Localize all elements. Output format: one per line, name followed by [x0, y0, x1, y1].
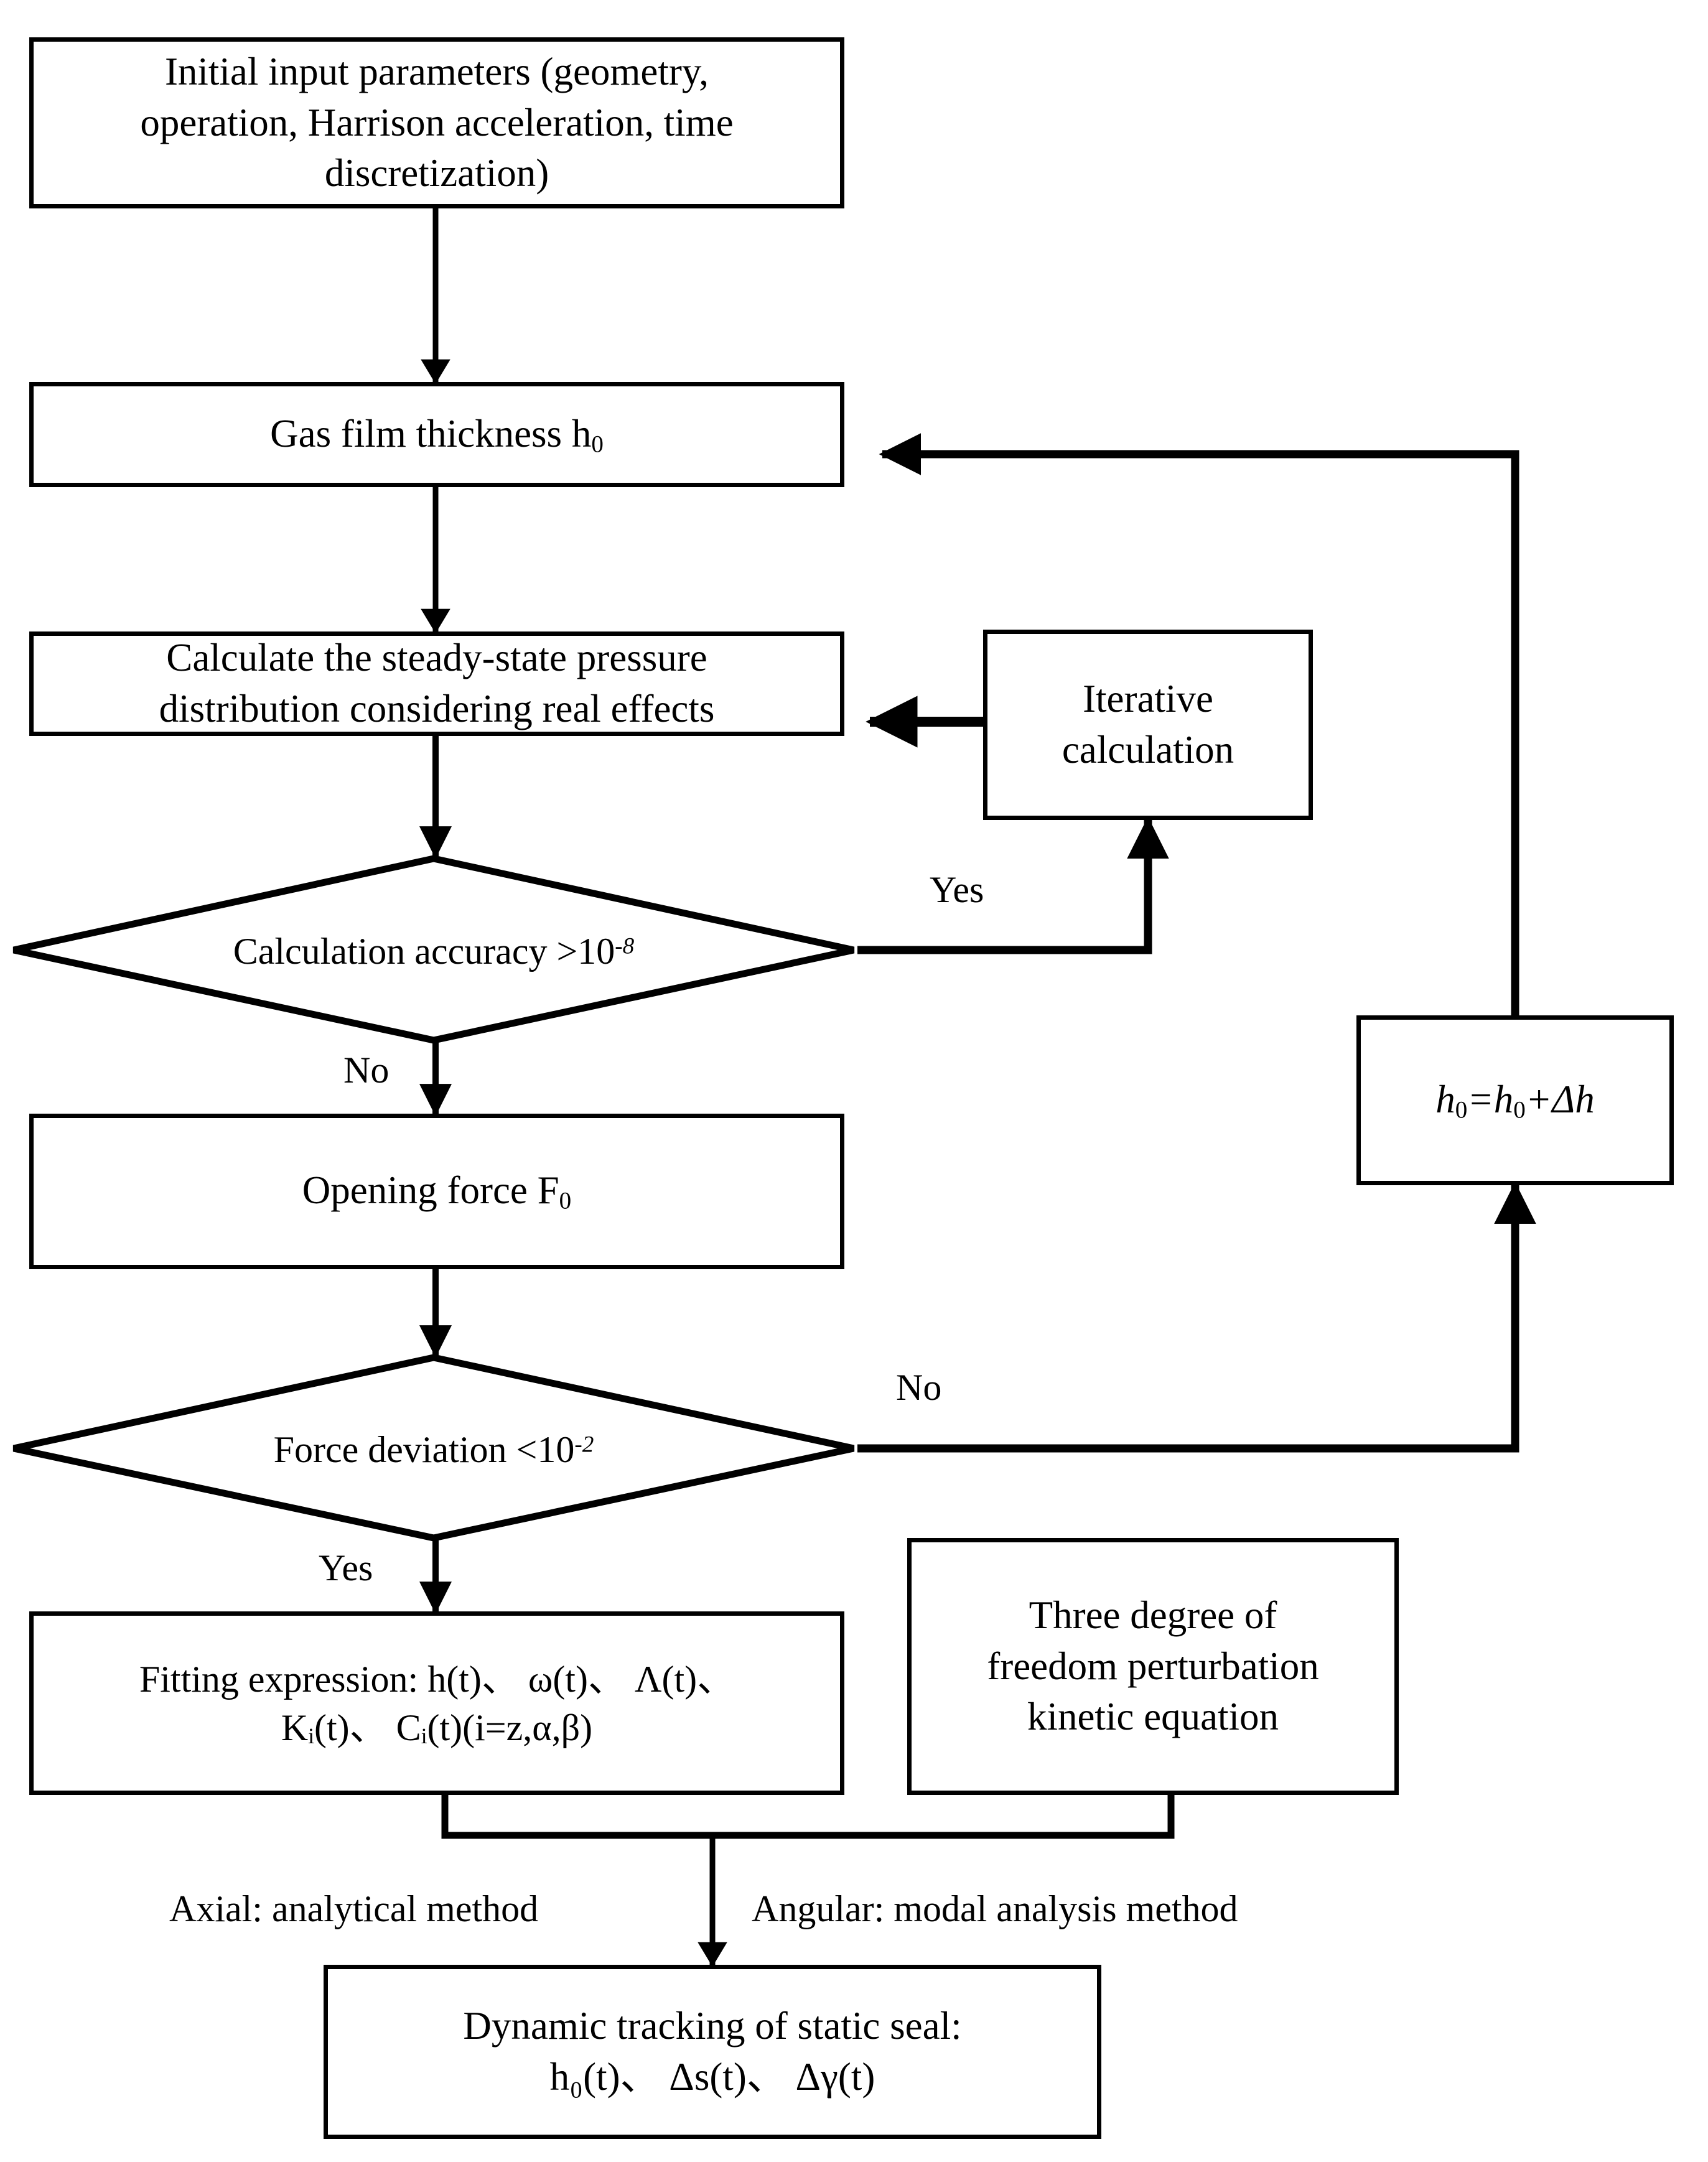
- decision-accuracy-text: Calculation accuracy >10: [233, 931, 615, 972]
- edge-label-accuracy-no: No: [343, 1050, 390, 1091]
- edge-deviation-no: [857, 1181, 1536, 1453]
- node-fitting-expression[interactable]: Fitting expression: h(t)、 ω(t)、 Λ(t)、 Kᵢ…: [29, 1611, 844, 1795]
- decision-deviation-text: Force deviation <10: [273, 1429, 575, 1470]
- h-update-p4: +Δh: [1525, 1077, 1595, 1121]
- edge-label-axial-method: Axial: analytical method: [169, 1888, 539, 1929]
- initial-input-line-2: operation, Harrison acceleration, time: [140, 100, 734, 144]
- decision-deviation-label: Force deviation <10-2: [14, 1428, 854, 1471]
- iterative-line-1: Iterative: [1083, 677, 1213, 721]
- h-update-p0: h: [1435, 1077, 1455, 1121]
- node-dynamic-tracking[interactable]: Dynamic tracking of static seal: h₀(t)、 …: [324, 1965, 1101, 2139]
- fitting-line-2: Kᵢ(t)、 Cᵢ(t)(i=z,α,β): [281, 1707, 593, 1748]
- initial-input-line-3: discretization): [324, 151, 549, 195]
- h-update-p3: 0: [1513, 1096, 1526, 1124]
- h-update-p1: 0: [1455, 1096, 1468, 1124]
- opening-force-subscript: 0: [559, 1187, 572, 1214]
- iterative-line-2: calculation: [1062, 728, 1234, 771]
- node-gas-film-thickness[interactable]: Gas film thickness h0: [29, 382, 844, 487]
- decision-accuracy-label: Calculation accuracy >10-8: [14, 930, 854, 973]
- decision-accuracy-exponent: -8: [615, 933, 635, 959]
- edge-label-accuracy-yes: Yes: [930, 869, 984, 910]
- three-dof-line-1: Three degree of: [1029, 1593, 1277, 1637]
- pressure-line-1: Calculate the steady-state pressure: [166, 636, 707, 680]
- pressure-line-2: distribution considering real effects: [159, 687, 715, 730]
- dynamic-line-1: Dynamic tracking of static seal:: [463, 2004, 962, 2048]
- gas-film-label: Gas film thickness h: [270, 411, 592, 455]
- node-iterative-calculation[interactable]: Iterative calculation: [983, 630, 1313, 820]
- fitting-line-1: Fitting expression: h(t)、 ω(t)、 Λ(t)、: [139, 1658, 735, 1700]
- gas-film-subscript: 0: [591, 431, 604, 458]
- node-opening-force[interactable]: Opening force F0: [29, 1114, 844, 1269]
- edge-label-angular-method: Angular: modal analysis method: [752, 1888, 1238, 1929]
- node-steady-state-pressure[interactable]: Calculate the steady-state pressure dist…: [29, 631, 844, 736]
- node-initial-input-parameters[interactable]: Initial input parameters (geometry, oper…: [29, 37, 844, 208]
- node-h-update[interactable]: h0=h0+Δh: [1356, 1015, 1674, 1185]
- three-dof-line-2: freedom perturbation: [987, 1644, 1319, 1688]
- edge-label-deviation-no: No: [896, 1367, 942, 1408]
- three-dof-line-3: kinetic equation: [1027, 1695, 1279, 1739]
- opening-force-label: Opening force F: [302, 1168, 559, 1213]
- initial-input-line-1: Initial input parameters (geometry,: [164, 49, 709, 93]
- edge-hupdate-to-gasfilm: [879, 433, 1519, 1015]
- edge-accuracy-yes: [857, 816, 1169, 954]
- dynamic-line-2: h₀(t)、 Δs(t)、 Δγ(t): [549, 2055, 875, 2099]
- decision-deviation-exponent: -2: [574, 1432, 594, 1458]
- edge-merge-bracket: [441, 1795, 1175, 1839]
- edge-label-deviation-yes: Yes: [319, 1547, 373, 1588]
- node-three-dof-equation[interactable]: Three degree of freedom perturbation kin…: [907, 1538, 1399, 1795]
- h-update-p2: =h: [1467, 1077, 1514, 1121]
